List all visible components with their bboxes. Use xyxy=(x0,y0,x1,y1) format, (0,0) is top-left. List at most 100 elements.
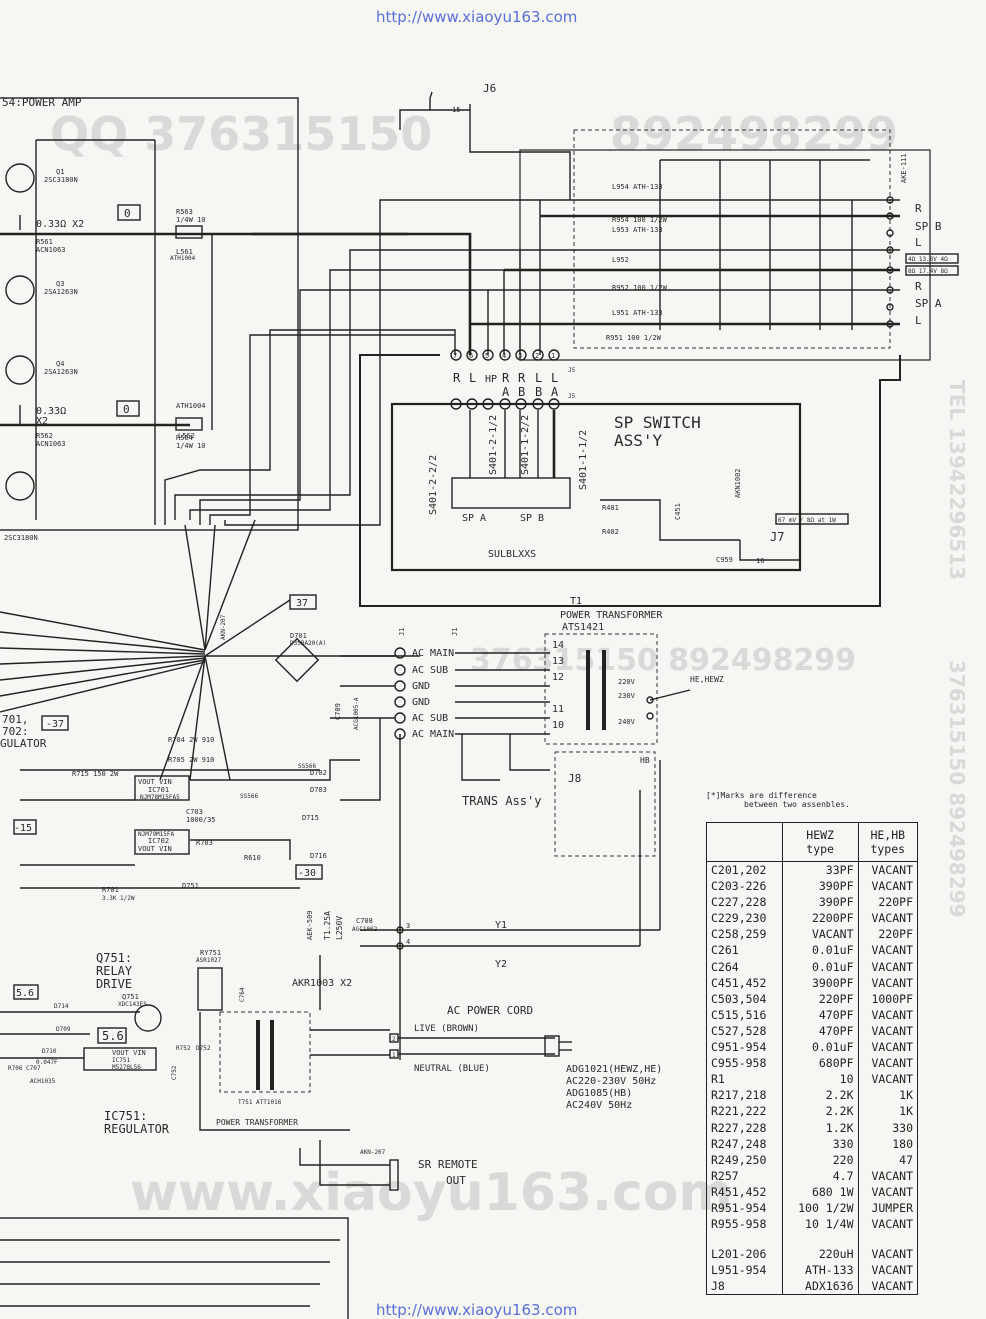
svg-text:AC220-230V 50Hz: AC220-230V 50Hz xyxy=(566,1076,656,1087)
svg-text:C708: C708 xyxy=(356,917,373,925)
table-cell-hewz: 390PF xyxy=(782,894,859,911)
table-cell-hewz: 10 1/4W xyxy=(782,1216,859,1233)
svg-text:ASR1027: ASR1027 xyxy=(196,957,222,964)
table-cell-hehb: 220PF xyxy=(878,927,913,942)
table-cell-part: R217,218 xyxy=(706,1087,783,1104)
table-cell-hewz: 2.2K xyxy=(782,1087,859,1104)
svg-text:D702: D702 xyxy=(310,769,327,777)
svg-text:L: L xyxy=(469,371,476,385)
svg-text:AKE-111: AKE-111 xyxy=(900,153,908,183)
svg-text:-15: -15 xyxy=(14,823,32,834)
svg-text:2SA1263N: 2SA1263N xyxy=(44,288,78,296)
table-cell-part: C229,230 xyxy=(706,910,783,927)
svg-text:X2: X2 xyxy=(36,416,48,427)
svg-text:240V: 240V xyxy=(618,718,636,726)
svg-text:J8: J8 xyxy=(568,772,581,785)
hehb-line1: HE,HB xyxy=(870,828,906,842)
table-cell-hewz: 4.7 xyxy=(782,1167,859,1184)
table-cell-hehb: 1K xyxy=(899,1104,913,1119)
svg-text:D3SBA20(A): D3SBA20(A) xyxy=(290,640,326,647)
svg-text:IC702: IC702 xyxy=(148,837,169,845)
table-header-part xyxy=(706,822,783,862)
svg-text:DRIVE: DRIVE xyxy=(96,977,132,991)
svg-text:AKN1002: AKN1002 xyxy=(734,468,742,498)
svg-text:Q1: Q1 xyxy=(56,168,64,176)
svg-text:6: 6 xyxy=(469,352,473,360)
svg-text:HB: HB xyxy=(640,756,650,765)
table-cell-hehb: JUMPER xyxy=(871,1200,913,1215)
svg-text:AC MAIN: AC MAIN xyxy=(412,648,454,659)
svg-text:D752: D752 xyxy=(196,1045,211,1052)
svg-text:230V: 230V xyxy=(618,692,636,700)
watermark-tel: TEL 13942296513 xyxy=(945,380,969,580)
table-header-row: HEWZ type HE,HB types xyxy=(706,822,918,862)
svg-text:IC751: IC751 xyxy=(112,1057,130,1064)
table-cell-hewz: 470PF xyxy=(782,1022,859,1040)
svg-text:SR REMOTE: SR REMOTE xyxy=(418,1158,478,1171)
table-cell-hewz: VACANT xyxy=(782,926,859,943)
svg-text:R706 C707: R706 C707 xyxy=(8,1065,41,1072)
svg-text:12: 12 xyxy=(552,672,564,683)
table-cell-hehb: 1000PF xyxy=(871,991,913,1006)
svg-text:L561: L561 xyxy=(176,248,193,256)
svg-text:GND: GND xyxy=(412,681,430,692)
svg-text:R: R xyxy=(915,202,922,215)
svg-text:D714: D714 xyxy=(54,1003,69,1010)
table-cell-part: C951-954 xyxy=(706,1039,783,1056)
svg-text:OUT: OUT xyxy=(446,1174,466,1187)
table-cell-hehb: VACANT xyxy=(871,959,913,974)
table-cell-part: R249,250 xyxy=(706,1151,783,1168)
svg-text:R402: R402 xyxy=(602,528,619,536)
svg-text:R564: R564 xyxy=(176,434,193,442)
svg-text:D715: D715 xyxy=(302,814,319,822)
svg-text:Y2: Y2 xyxy=(495,959,507,970)
svg-text:67 mV / 8Ω at 1W: 67 mV / 8Ω at 1W xyxy=(778,517,836,524)
url-bottom: http://www.xiaoyu163.com xyxy=(376,1301,577,1319)
table-cell-hehb: VACANT xyxy=(871,1217,913,1232)
svg-text:RY751: RY751 xyxy=(200,949,221,957)
table-cell-hewz: ADX1636 xyxy=(782,1278,859,1295)
j7-label: J7 xyxy=(770,530,784,544)
svg-text:-37: -37 xyxy=(46,719,64,730)
power-transformer-t1: T1 POWER TRANSFORMER ATS1421 14 13 12 11… xyxy=(461,596,724,857)
svg-text:4: 4 xyxy=(406,938,410,946)
ac-power-cord-title: AC POWER CORD xyxy=(447,1004,533,1017)
svg-text:J5: J5 xyxy=(568,367,576,374)
table-cell-hehb: VACANT xyxy=(871,1023,913,1038)
watermark-qq: QQ 376315150 xyxy=(50,107,432,161)
svg-text:R705 2W 910: R705 2W 910 xyxy=(168,756,214,764)
svg-text:NJM79M15FA: NJM79M15FA xyxy=(138,831,175,838)
svg-text:IC751:: IC751: xyxy=(104,1109,147,1123)
svg-text:R561: R561 xyxy=(36,238,53,246)
svg-text:B: B xyxy=(535,385,542,399)
svg-text:B: B xyxy=(518,385,525,399)
table-cell-part: R257 xyxy=(706,1167,783,1184)
svg-text:0.33Ω: 0.33Ω xyxy=(36,406,66,417)
svg-text:C752: C752 xyxy=(171,1065,178,1080)
trans-assy-label: TRANS Ass'y xyxy=(462,794,541,808)
svg-text:ACG1005-A: ACG1005-A xyxy=(353,697,360,730)
table-cell-hewz: 0.01uF xyxy=(782,958,859,975)
table-cell-hehb: VACANT xyxy=(871,1263,913,1278)
table-cell-hewz: 470PF xyxy=(782,1006,859,1023)
j5-upper-connector: 7 6 5 4 3 2 1 J5 R L HP R R L L A B B A xyxy=(450,349,576,399)
table-cell-part: C955-958 xyxy=(706,1055,783,1072)
svg-text:D751: D751 xyxy=(182,882,199,890)
svg-text:5.6: 5.6 xyxy=(102,1029,124,1043)
svg-text:NEUTRAL (BLUE): NEUTRAL (BLUE) xyxy=(414,1064,490,1074)
url-top: http://www.xiaoyu163.com xyxy=(376,8,577,26)
svg-text:3: 3 xyxy=(406,922,410,930)
watermark-mid: 376315150 892498299 xyxy=(470,643,856,678)
svg-text:5.6: 5.6 xyxy=(16,988,34,999)
